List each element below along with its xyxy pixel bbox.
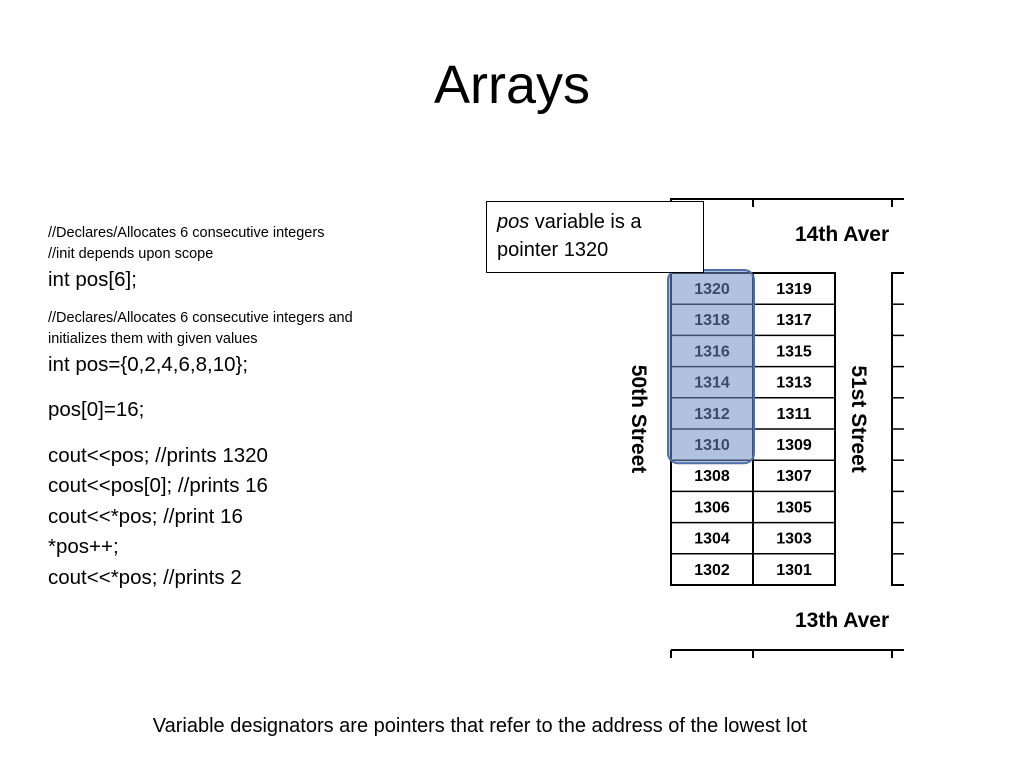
code-comment-line: initializes them with given values bbox=[48, 330, 258, 347]
lot-number-right: 1301 bbox=[776, 562, 812, 579]
lot-number-left: 1308 bbox=[694, 468, 730, 485]
right-street-label: 51st Street bbox=[847, 365, 870, 472]
code-statement-line: int pos={0,2,4,6,8,10}; bbox=[48, 352, 249, 376]
lot-number-right: 1315 bbox=[776, 343, 812, 360]
lot-number-right: 1303 bbox=[776, 531, 812, 548]
lot-number-left: 1312 bbox=[694, 406, 730, 423]
lot-number-left: 1304 bbox=[694, 531, 730, 548]
pointer-highlight bbox=[667, 269, 755, 465]
lot-number-right: 1311 bbox=[777, 406, 812, 423]
callout-line2-text: pointer 1320 bbox=[497, 239, 609, 261]
callout-line1-text: variable is a bbox=[529, 211, 642, 233]
left-street-label: 50th Street bbox=[627, 365, 650, 474]
map-edge-bottom bbox=[670, 649, 904, 658]
code-comment-line: //Declares/Allocates 6 consecutive integ… bbox=[48, 225, 325, 241]
code-block: //Declares/Allocates 6 consecutive integ… bbox=[48, 223, 458, 593]
code-statement-line: pos[0]=16; bbox=[48, 398, 145, 421]
bottom-avenue-label: 13th Aver bbox=[795, 609, 889, 632]
street-map-figure: 1320 1318 1316 1314 1312 1310 1308 1306 1304 1302… bbox=[600, 195, 904, 670]
lot-number-right: 1313 bbox=[776, 375, 812, 392]
lot-number-left: 1302 bbox=[694, 562, 730, 579]
code-statement-line: int pos[6]; bbox=[48, 268, 137, 291]
lot-number-right: 1305 bbox=[776, 499, 812, 516]
lot-number-right: 1307 bbox=[776, 468, 812, 485]
code-statement-line: cout<<pos[0]; //prints 16 bbox=[48, 474, 268, 497]
top-avenue-label: 14th Aver bbox=[795, 223, 889, 246]
lot-number-left: 1318 bbox=[694, 312, 730, 329]
street-map-graphic: 1320 1318 1316 1314 1312 1310 1308 1306 1304 1302… bbox=[627, 198, 904, 658]
lot-number-left: 1306 bbox=[694, 499, 730, 516]
code-statement-line: *pos++; bbox=[48, 535, 119, 558]
code-spacer bbox=[48, 426, 458, 441]
callout-variable-name: pos bbox=[497, 211, 530, 233]
lot-number-left: 1310 bbox=[694, 437, 730, 454]
slide-caption: Variable designators are pointers that r… bbox=[152, 715, 808, 737]
map-edge-top bbox=[670, 198, 904, 207]
code-comment-line: //Declares/Allocates 6 consecutive integ… bbox=[48, 309, 353, 326]
pointer-callout: pos variable is a pointer 1320 bbox=[486, 201, 704, 273]
code-statement-line: cout<<*pos; //print 16 bbox=[48, 504, 243, 528]
lot-number-left: 1314 bbox=[694, 375, 730, 392]
lot-number-right: 1317 bbox=[776, 312, 812, 329]
lot-number-right: 1319 bbox=[776, 281, 812, 298]
lot-number-right: 1309 bbox=[776, 437, 812, 454]
map-street-lines bbox=[670, 198, 904, 658]
code-statement-line: cout<<*pos; //prints 2 bbox=[48, 565, 242, 589]
code-comment-line: //init depends upon scope bbox=[48, 246, 214, 262]
code-spacer bbox=[48, 380, 458, 395]
map-labels: 1320 1318 1316 1314 1312 1310 1308 1306 1304 1302… bbox=[627, 223, 889, 632]
lot-number-left: 1316 bbox=[694, 343, 730, 360]
code-spacer bbox=[48, 296, 458, 308]
code-statement-line: cout<<pos; //prints 1320 bbox=[48, 443, 268, 467]
lot-number-left: 1320 bbox=[694, 281, 730, 298]
slide-title: Arrays bbox=[433, 55, 590, 115]
